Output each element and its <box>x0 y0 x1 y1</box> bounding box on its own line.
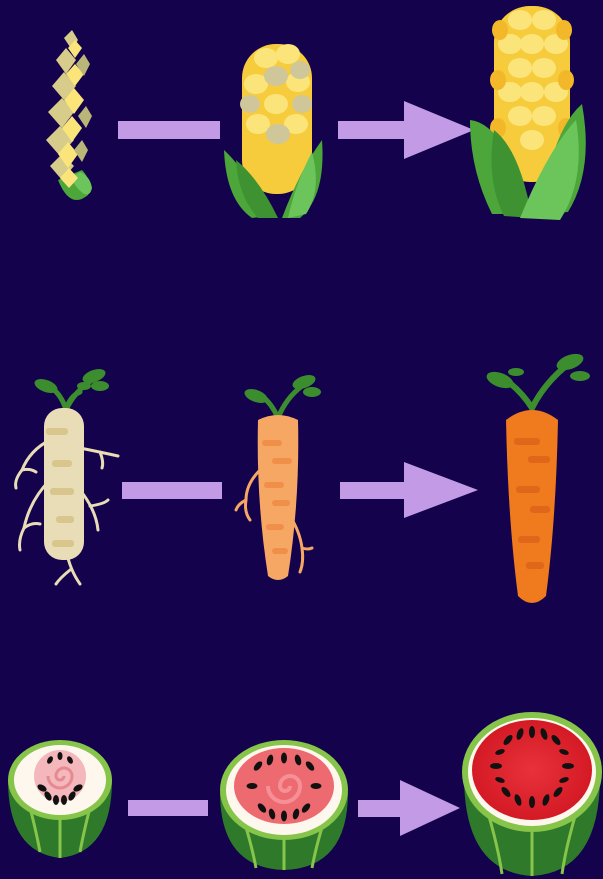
connector-arrow <box>340 462 478 518</box>
connector-line <box>128 800 208 816</box>
modern-corn-icon <box>470 6 586 220</box>
early-watermelon-icon <box>220 740 348 870</box>
modern-carrot-icon <box>484 351 590 603</box>
teosinte-icon <box>46 30 92 200</box>
connector-line <box>122 482 222 499</box>
wild-carrot-icon <box>16 366 118 584</box>
connector-arrow <box>358 780 460 836</box>
early-corn-icon <box>224 44 323 218</box>
modern-watermelon-icon <box>462 712 602 876</box>
row-watermelon <box>8 712 602 876</box>
connector-line <box>118 121 220 139</box>
early-carrot-icon <box>236 372 321 580</box>
wild-watermelon-icon <box>8 740 112 858</box>
row-corn <box>46 6 586 220</box>
connector-arrow <box>338 101 474 159</box>
row-carrot <box>16 351 590 603</box>
